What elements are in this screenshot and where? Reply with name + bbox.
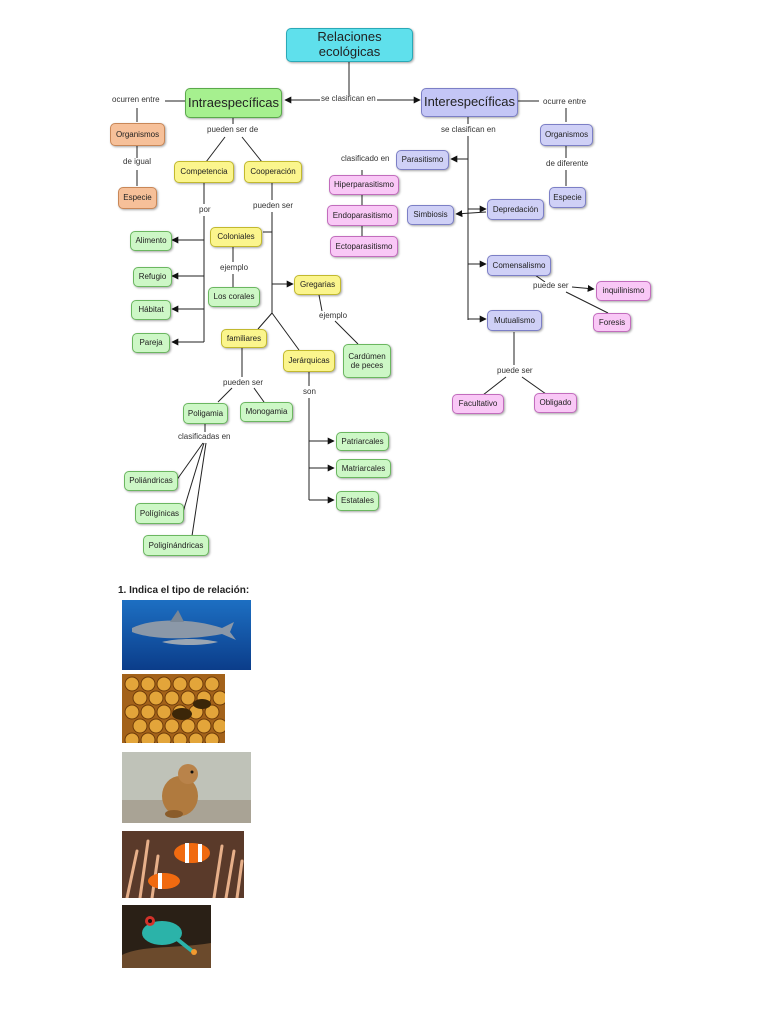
node-comensalismo: Comensalismo bbox=[487, 255, 551, 276]
node-depredacion: Depredación bbox=[487, 199, 544, 220]
node-intraespecificas: Intraespecíficas bbox=[185, 88, 282, 118]
node-refugio: Refugio bbox=[133, 267, 172, 287]
label-de-diferente: de diferente bbox=[545, 160, 589, 168]
node-mutualismo: Mutualismo bbox=[487, 310, 542, 331]
label-ejemplo-gregarias: ejemplo bbox=[318, 312, 348, 320]
node-poligamia: Poligamia bbox=[183, 403, 228, 424]
node-los-corales: Los corales bbox=[208, 287, 260, 307]
label-por: por bbox=[198, 206, 212, 214]
label-puede-ser-comensalismo: puede ser bbox=[532, 282, 570, 290]
node-facultativo: Facultativo bbox=[452, 394, 504, 414]
node-alimento: Alimento bbox=[130, 231, 172, 251]
node-competencia: Competencia bbox=[174, 161, 234, 183]
node-monogamia: Monogamia bbox=[240, 402, 293, 422]
node-organismos-left: Organismos bbox=[110, 123, 165, 146]
label-puede-ser-mutualismo: puede ser bbox=[496, 367, 534, 375]
node-parasitismo: Parasitismo bbox=[396, 150, 449, 170]
label-ocurren-entre: ocurren entre bbox=[111, 96, 161, 104]
label-se-clasifican-en-top: se clasifican en bbox=[320, 95, 377, 103]
label-se-clasifican-en-inter: se clasifican en bbox=[440, 126, 497, 134]
tree-frog-photo bbox=[122, 905, 211, 968]
node-inquilinismo: inquilinismo bbox=[596, 281, 651, 301]
label-ejemplo-coloniales: ejemplo bbox=[219, 264, 249, 272]
node-cooperacion: Cooperación bbox=[244, 161, 302, 183]
label-clasificado-en: clasificado en bbox=[340, 155, 390, 163]
honeycomb-bees-photo bbox=[122, 674, 225, 743]
label-pueden-ser-coop: pueden ser bbox=[252, 202, 294, 210]
label-pueden-ser-de: pueden ser de bbox=[206, 126, 259, 134]
concept-map bbox=[0, 0, 768, 580]
exercise-prompt: 1. Indica el tipo de relación: bbox=[118, 585, 249, 596]
node-familiares: familiares bbox=[221, 329, 267, 348]
node-poliandricas: Poliándricas bbox=[124, 471, 178, 491]
label-son: son bbox=[302, 388, 317, 396]
label-pueden-ser-familiares: pueden ser bbox=[222, 379, 264, 387]
node-poliginandricas: Poligínándricas bbox=[143, 535, 209, 556]
node-gregarias: Gregarias bbox=[294, 275, 341, 295]
node-ectoparasitismo: Ectoparasitismo bbox=[330, 236, 398, 257]
node-hiperparasitismo: Hiperparasitismo bbox=[329, 175, 399, 195]
node-interespecificas: Interespecíficas bbox=[421, 88, 518, 117]
node-endoparasitismo: Endoparasitismo bbox=[327, 205, 398, 226]
node-jerarquicas: Jerárquicas bbox=[283, 350, 335, 372]
prairie-dog-photo bbox=[122, 752, 251, 823]
shark-photo bbox=[122, 600, 251, 670]
node-relaciones-ecologicas: Relaciones ecológicas bbox=[286, 28, 413, 62]
node-habitat: Hábitat bbox=[131, 300, 171, 320]
clownfish-anemone-photo bbox=[122, 831, 244, 898]
label-clasificadas-en: clasificadas en bbox=[177, 433, 231, 441]
node-pareja: Pareja bbox=[132, 333, 170, 353]
node-estatales: Estatales bbox=[336, 491, 379, 511]
label-ocurre-entre: ocurre entre bbox=[542, 98, 587, 106]
node-patriarcales: Patriarcales bbox=[336, 432, 389, 451]
node-especie-right: Especie bbox=[549, 187, 586, 208]
node-coloniales: Coloniales bbox=[210, 227, 262, 247]
label-de-igual: de igual bbox=[122, 158, 152, 166]
node-obligado: Obligado bbox=[534, 393, 577, 413]
node-especie-left: Especie bbox=[118, 187, 157, 209]
node-matriarcales: Matriarcales bbox=[336, 459, 391, 478]
node-simbiosis: Simbiosis bbox=[407, 205, 454, 225]
node-cardumen: Cardúmen de peces bbox=[343, 344, 391, 378]
node-poliginicas: Polígínicas bbox=[135, 503, 184, 524]
node-foresis: Foresis bbox=[593, 313, 631, 332]
node-organismos-right: Organismos bbox=[540, 124, 593, 146]
